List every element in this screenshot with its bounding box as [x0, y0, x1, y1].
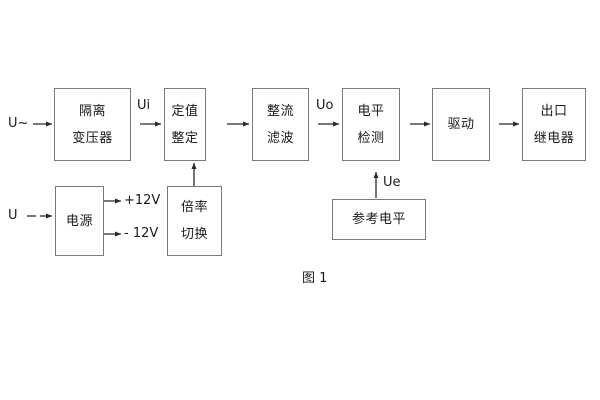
block-label-line: 检测 [357, 130, 385, 146]
block-label-line: 整定 [171, 130, 199, 146]
block-label-line: 隔离 [78, 103, 106, 119]
block-label-line: 定值 [171, 103, 199, 119]
signal-label-rail-negative: - 12V [124, 226, 159, 241]
block-level-detection[interactable]: 电平 检测 [342, 88, 400, 161]
block-multiplier-switch[interactable]: 倍率 切换 [167, 186, 222, 256]
signal-label-rail-positive: +12V [124, 193, 161, 208]
signal-label-ui: Ui [137, 98, 151, 113]
block-power-supply[interactable]: 电源 [55, 186, 104, 256]
block-label-line: 滤波 [266, 130, 294, 146]
block-reference-level[interactable]: 参考电平 [332, 199, 426, 240]
block-label-line: 整流 [266, 103, 294, 119]
block-label-line: 驱动 [447, 117, 475, 132]
block-label-line: 参考电平 [351, 212, 406, 227]
block-setting-value[interactable]: 定值 整定 [164, 88, 206, 161]
signal-label-u-dc: U [8, 208, 18, 223]
block-label-line: 变压器 [72, 130, 113, 146]
block-label-line: 电源 [65, 213, 93, 229]
block-rectifier-filter[interactable]: 整流 滤波 [252, 88, 309, 161]
block-label-line: 倍率 [180, 200, 208, 215]
block-label-line: 电平 [357, 103, 385, 119]
block-driver[interactable]: 驱动 [432, 88, 490, 161]
signal-label-uo: Uo [316, 98, 334, 113]
signal-label-ue: Ue [383, 175, 401, 190]
signal-label-u-ac: U~ [8, 116, 29, 131]
block-output-relay[interactable]: 出口 继电器 [522, 88, 586, 161]
figure-caption: 图 1 [302, 271, 328, 286]
block-isolation-transformer[interactable]: 隔离 变压器 [54, 88, 131, 161]
block-label-line: 出口 [540, 103, 568, 119]
block-label-line: 继电器 [533, 130, 575, 146]
block-label-line: 切换 [180, 227, 208, 242]
